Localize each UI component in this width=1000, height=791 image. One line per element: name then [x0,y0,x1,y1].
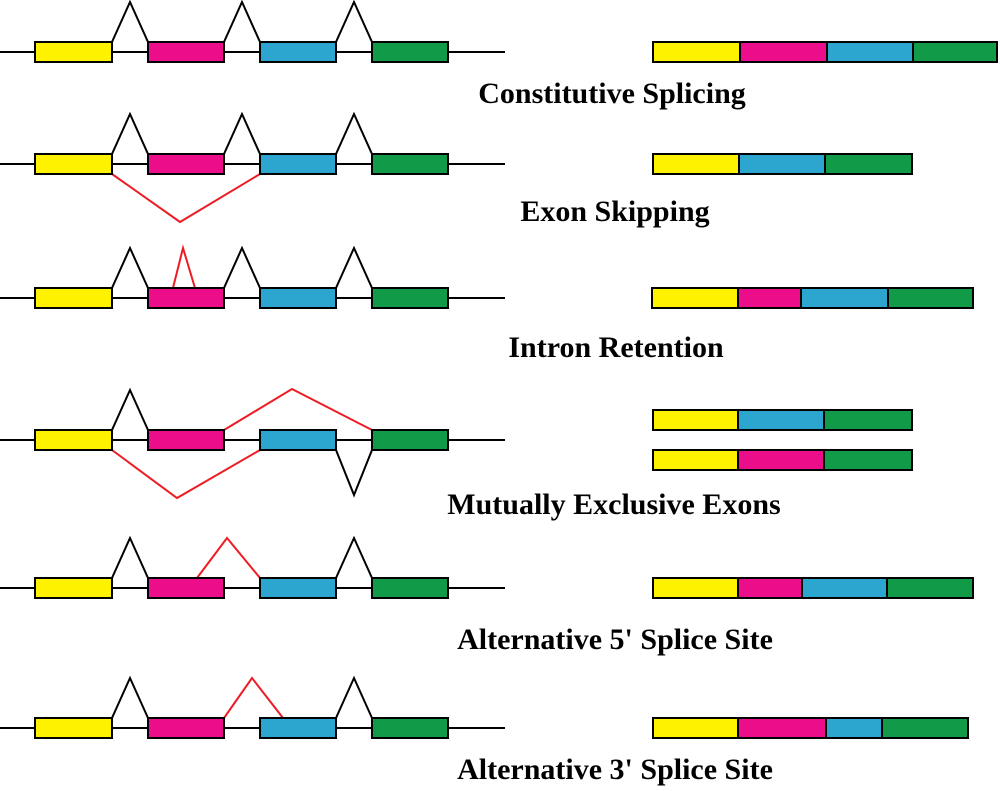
green-exon [371,717,449,739]
label-intron-retention: Intron Retention [508,331,724,364]
constitutive-splice-path [335,535,373,579]
yellow-exon [34,41,113,63]
mrna-segment-yellow [652,577,739,599]
constitutive-splice-path [111,387,149,431]
label-alternative-5-splice-site: Alternative 5' Splice Site [457,623,773,656]
blue-exon [259,153,337,175]
yellow-exon [34,717,113,739]
label-constitutive-splicing: Constitutive Splicing [478,77,746,110]
mrna-segment-blue [800,287,889,309]
mrna-segment-yellow [652,409,739,431]
mrna-segment-green [886,577,974,599]
mrna-segment-green [881,717,969,739]
mrna-segment-green [823,409,913,431]
mrna-segment-blue [737,409,825,431]
magenta-exon [147,577,225,599]
mrna-segment-green [824,153,913,175]
mrna-segment-blue [738,153,826,175]
mrna-segment-green [912,41,998,63]
mrna-segment-yellow [652,41,741,63]
blue-exon [259,577,337,599]
alternative-splice-path [172,244,196,289]
mrna-segment-blue [825,717,883,739]
alternative-splice-path [223,387,373,431]
magenta-exon [147,717,225,739]
constitutive-splice-path [111,535,149,579]
magenta-exon [147,287,225,309]
blue-exon [259,41,337,63]
constitutive-splice-path [223,245,261,289]
yellow-exon [34,153,113,175]
constitutive-splice-path [111,675,149,719]
mrna-segment-green [887,287,974,309]
mrna-segment-magenta [737,449,825,471]
mrna-segment-blue [801,577,888,599]
constitutive-splice-path [111,245,149,289]
mrna-segment-green [823,449,913,471]
mrna-segment-magenta [739,41,828,63]
green-exon [371,429,449,451]
blue-exon [259,287,337,309]
row-intron-retention: Intron Retention [0,244,974,364]
label-mutually-exclusive-exons: Mutually Exclusive Exons [447,488,780,521]
mrna-segment-magenta [737,717,827,739]
constitutive-splice-path [223,0,261,43]
alternative-splice-path [111,173,261,224]
blue-exon [259,717,337,739]
row-alternative-3-splice-site: Alternative 3' Splice Site [0,675,969,786]
green-exon [371,153,449,175]
constitutive-splice-path [111,111,149,155]
magenta-exon [147,429,225,451]
magenta-exon [147,153,225,175]
mrna-segment-yellow [652,153,740,175]
mrna-segment-magenta [737,287,802,309]
mrna-segment-blue [826,41,914,63]
constitutive-splice-path [335,245,373,289]
mrna-segment-yellow [652,717,739,739]
row-exon-skipping: Exon Skipping [0,111,913,228]
constitutive-splice-path [335,675,373,719]
yellow-exon [34,577,113,599]
mrna-segment-yellow [651,287,739,309]
constitutive-splice-path [335,111,373,155]
green-exon [371,287,449,309]
mrna-segment-magenta [737,577,803,599]
mrna-segment-yellow [652,449,739,471]
row-mutually-exclusive-exons: Mutually Exclusive Exons [0,387,913,521]
blue-exon [259,429,337,451]
green-exon [371,41,449,63]
constitutive-splice-path [223,111,261,155]
label-alternative-3-splice-site: Alternative 3' Splice Site [457,753,773,786]
constitutive-splice-path [111,0,149,43]
alternative-splice-path [196,536,261,579]
alternative-splice-path [223,676,284,719]
row-constitutive-splicing: Constitutive Splicing [0,0,998,110]
yellow-exon [34,429,113,451]
label-exon-skipping: Exon Skipping [520,195,709,228]
yellow-exon [34,287,113,309]
constitutive-splice-path [335,0,373,43]
green-exon [371,577,449,599]
alternative-splice-path [111,449,261,500]
constitutive-splice-path [335,449,373,498]
row-alternative-5-splice-site: Alternative 5' Splice Site [0,535,974,656]
magenta-exon [147,41,225,63]
